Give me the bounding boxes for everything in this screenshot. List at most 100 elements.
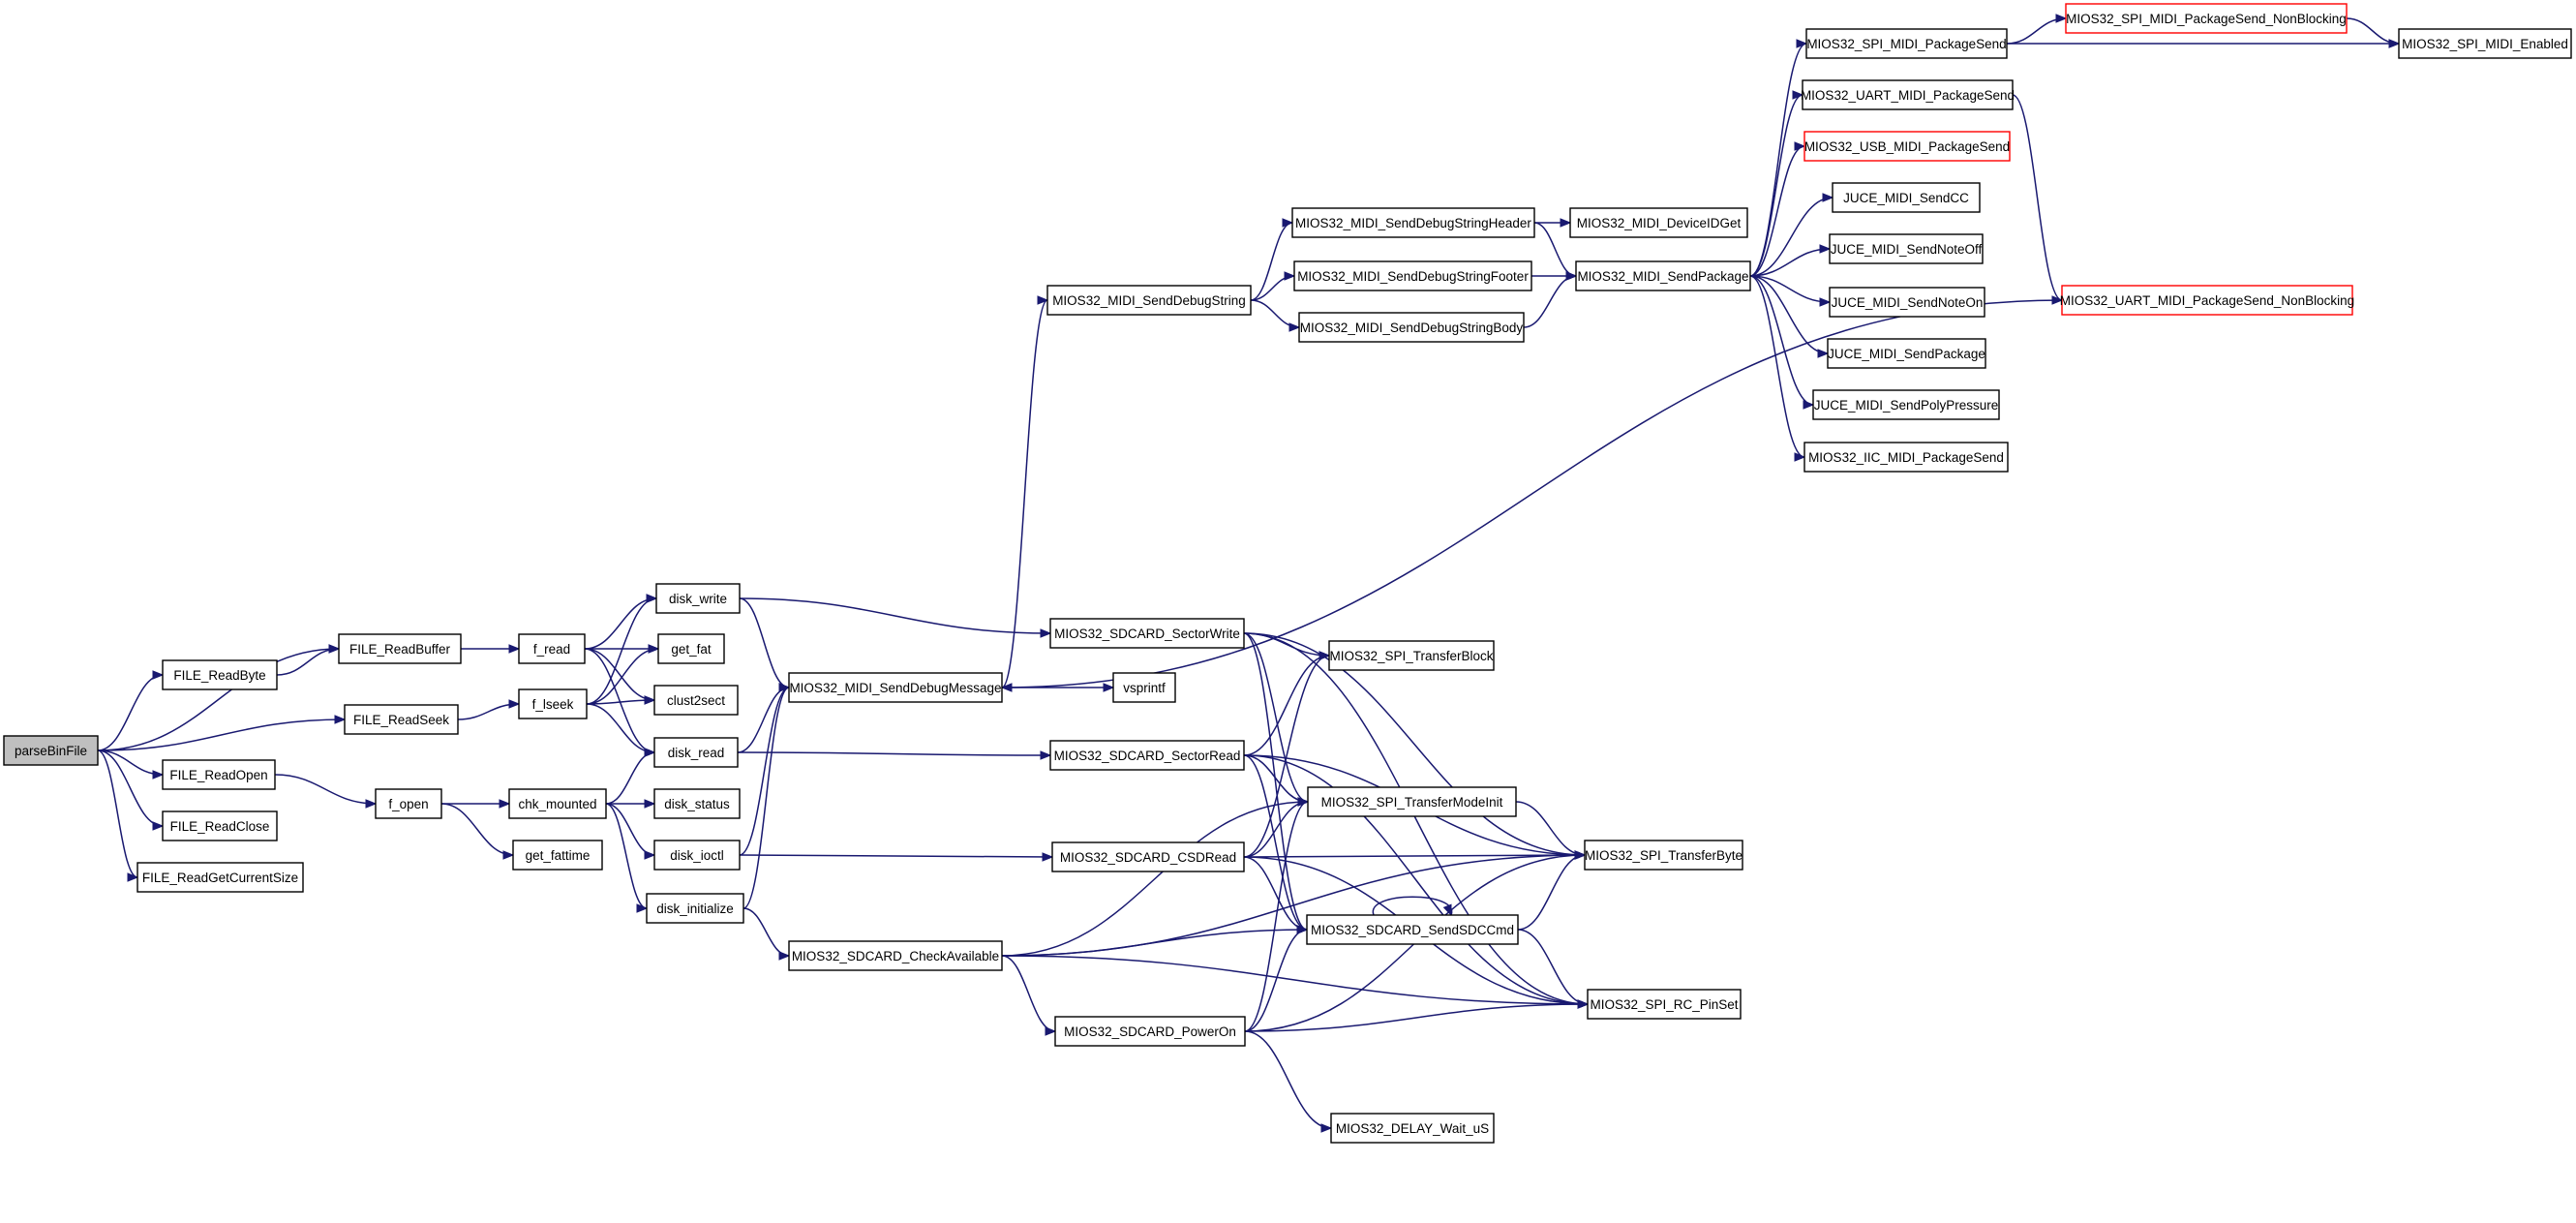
edge-f-open-to-get-fattime-arrowhead [502, 850, 515, 860]
node-file-readbuffer[interactable]: FILE_ReadBuffer [338, 633, 462, 664]
node-f-lseek[interactable]: f_lseek [518, 688, 588, 719]
node-mios32-midi-sendpackage[interactable]: MIOS32_MIDI_SendPackage [1575, 260, 1751, 291]
edge-mios32-sdcard-sectorwrite-to-mios32-spi-rc-pinset [1243, 632, 1589, 1005]
edge-mios32-sdcard-sectorread-to-mios32-spi-rc-pinset [1243, 754, 1589, 1005]
node-label: MIOS32_SDCARD_SectorRead [1054, 749, 1241, 763]
node-box [1306, 914, 1519, 945]
node-file-readgetcurrentsize[interactable]: FILE_ReadGetCurrentSize [136, 862, 304, 893]
edge-f-open-to-chk-mounted-arrowhead [499, 799, 511, 809]
node-mios32-uart-midi-packagesend[interactable]: MIOS32_UART_MIDI_PackageSend [1801, 79, 2015, 110]
node-label: JUCE_MIDI_SendPackage [1828, 347, 1985, 361]
node-mios32-midi-senddebugmessage[interactable]: MIOS32_MIDI_SendDebugMessage [788, 672, 1003, 703]
node-get-fat[interactable]: get_fat [657, 633, 725, 664]
node-parsebinfile[interactable]: parseBinFile [3, 735, 99, 766]
node-label: FILE_ReadBuffer [349, 642, 451, 657]
node-box [1805, 28, 2008, 59]
edge-mios32-midi-sendpackage-to-mios32-spi-midi-packagesend-arrowhead [1796, 39, 1808, 48]
node-disk-ioctl[interactable]: disk_ioctl [653, 840, 741, 871]
node-box [1584, 840, 1743, 871]
node-mios32-uart-midi-packagesend-nonblocking[interactable]: MIOS32_UART_MIDI_PackageSend_NonBlocking [2060, 285, 2354, 316]
edge-mios32-midi-sendpackage-to-juce-midi-sendcc [1749, 197, 1834, 277]
node-mios32-sdcard-checkavailable[interactable]: MIOS32_SDCARD_CheckAvailable [788, 940, 1003, 971]
edge-disk-initialize-to-mios32-sdcard-checkavailable-arrowhead [778, 951, 791, 961]
node-mios32-midi-senddebugstring[interactable]: MIOS32_MIDI_SendDebugString [1046, 285, 1252, 316]
node-f-read[interactable]: f_read [518, 633, 586, 664]
node-box [1569, 207, 1748, 238]
node-box [655, 583, 741, 614]
edge-mios32-midi-senddebugstringbody-to-mios32-midi-sendpackage-arrowhead [1565, 271, 1578, 281]
edge-disk-ioctl-to-mios32-sdcard-csdread [739, 854, 1053, 858]
node-label: disk_ioctl [670, 848, 724, 863]
node-mios32-spi-transferbyte[interactable]: MIOS32_SPI_TransferByte [1584, 840, 1743, 871]
node-label: MIOS32_IIC_MIDI_PackageSend [1808, 450, 2004, 465]
edge-mios32-sdcard-csdread-to-mios32-spi-transferblock [1243, 655, 1330, 858]
node-disk-read[interactable]: disk_read [653, 737, 739, 768]
node-mios32-sdcard-poweron[interactable]: MIOS32_SDCARD_PowerOn [1054, 1016, 1246, 1047]
node-box [518, 633, 586, 664]
node-mios32-sdcard-sendsdccmd[interactable]: MIOS32_SDCARD_SendSDCCmd [1306, 914, 1519, 945]
node-file-readbyte[interactable]: FILE_ReadByte [162, 659, 278, 690]
node-box [1054, 1016, 1246, 1047]
node-file-readclose[interactable]: FILE_ReadClose [162, 810, 278, 841]
node-chk-mounted[interactable]: chk_mounted [508, 788, 607, 819]
node-mios32-sdcard-sectorwrite[interactable]: MIOS32_SDCARD_SectorWrite [1049, 618, 1245, 649]
edge-mios32-sdcard-sendsdccmd-to-mios32-sdcard-sendsdccmd-arrowhead [1442, 903, 1452, 917]
edge-chk-mounted-to-disk-status-arrowhead [644, 799, 656, 809]
node-box [1307, 786, 1517, 817]
node-mios32-midi-senddebugstringheader[interactable]: MIOS32_MIDI_SendDebugStringHeader [1291, 207, 1535, 238]
node-label: get_fat [671, 642, 712, 657]
node-juce-midi-sendpolypressure[interactable]: JUCE_MIDI_SendPolyPressure [1812, 389, 2000, 420]
node-label: disk_initialize [656, 902, 734, 916]
node-disk-write[interactable]: disk_write [655, 583, 741, 614]
node-mios32-spi-midi-packagesend[interactable]: MIOS32_SPI_MIDI_PackageSend [1805, 28, 2008, 59]
node-file-readseek[interactable]: FILE_ReadSeek [344, 704, 459, 735]
node-juce-midi-sendcc[interactable]: JUCE_MIDI_SendCC [1832, 182, 1981, 213]
edge-mios32-midi-sendpackage-to-juce-midi-sendcc-arrowhead [1822, 193, 1834, 202]
edge-parsebinfile-to-file-readseek-arrowhead [334, 715, 347, 724]
node-juce-midi-sendnoteoff[interactable]: JUCE_MIDI_SendNoteOff [1829, 233, 1984, 264]
node-label: FILE_ReadClose [170, 819, 270, 834]
nodes-layer: parseBinFile FILE_ReadByte FILE_ReadBuffer… [3, 3, 2572, 1144]
edge-parsebinfile-to-file-readbyte [97, 674, 164, 751]
node-mios32-spi-midi-enabled[interactable]: MIOS32_SPI_MIDI_Enabled [2398, 28, 2572, 59]
edge-mios32-midi-senddebugstringheader-to-mios32-midi-deviceidget-arrowhead [1560, 218, 1572, 228]
node-mios32-delay-wait-us[interactable]: MIOS32_DELAY_Wait_uS [1330, 1113, 1495, 1144]
node-mios32-sdcard-sectorread[interactable]: MIOS32_SDCARD_SectorRead [1049, 740, 1245, 771]
node-label: get_fattime [526, 848, 591, 863]
node-vsprintf[interactable]: vsprintf [1112, 672, 1176, 703]
node-mios32-usb-midi-packagesend[interactable]: MIOS32_USB_MIDI_PackageSend [1803, 131, 2011, 162]
node-disk-initialize[interactable]: disk_initialize [646, 893, 744, 924]
node-disk-status[interactable]: disk_status [653, 788, 741, 819]
edge-mios32-midi-senddebugstring-to-mios32-midi-senddebugstringfooter-arrowhead [1284, 271, 1296, 281]
node-mios32-midi-deviceidget[interactable]: MIOS32_MIDI_DeviceIDGet [1569, 207, 1748, 238]
node-get-fattime[interactable]: get_fattime [512, 840, 603, 871]
edge-mios32-spi-transfermodeinit-to-mios32-spi-transferbyte [1515, 801, 1586, 856]
edge-chk-mounted-to-disk-initialize [605, 803, 648, 909]
node-mios32-midi-senddebugstringbody[interactable]: MIOS32_MIDI_SendDebugStringBody [1298, 312, 1525, 343]
node-f-open[interactable]: f_open [375, 788, 442, 819]
node-mios32-spi-rc-pinset[interactable]: MIOS32_SPI_RC_PinSet [1587, 989, 1742, 1020]
edge-mios32-midi-sendpackage-to-juce-midi-sendpolypressure-arrowhead [1803, 400, 1815, 410]
edge-f-lseek-to-get-fat [586, 648, 659, 705]
node-mios32-spi-midi-packagesend-nonblocking[interactable]: MIOS32_SPI_MIDI_PackageSend_NonBlocking [2065, 3, 2348, 34]
node-mios32-midi-senddebugstringfooter[interactable]: MIOS32_MIDI_SendDebugStringFooter [1293, 260, 1532, 291]
node-box [3, 735, 99, 766]
edge-mios32-midi-senddebugstring-to-mios32-midi-senddebugstringbody [1250, 299, 1300, 328]
node-mios32-sdcard-csdread[interactable]: MIOS32_SDCARD_CSDRead [1051, 841, 1245, 872]
edge-mios32-sdcard-sectorread-to-mios32-sdcard-sendsdccmd [1243, 754, 1308, 931]
node-juce-midi-sendnoteon[interactable]: JUCE_MIDI_SendNoteOn [1829, 287, 1985, 318]
edge-file-readopen-to-f-open-arrowhead [365, 799, 378, 809]
node-label: MIOS32_USB_MIDI_PackageSend [1804, 139, 2010, 154]
node-clust2sect[interactable]: clust2sect [653, 685, 739, 716]
node-label: JUCE_MIDI_SendPolyPressure [1814, 398, 1999, 413]
node-mios32-spi-transferblock[interactable]: MIOS32_SPI_TransferBlock [1328, 640, 1495, 671]
node-box [162, 810, 278, 841]
node-mios32-spi-transfermodeinit[interactable]: MIOS32_SPI_TransferModeInit [1307, 786, 1517, 817]
edge-file-readbyte-to-file-readbuffer-arrowhead [328, 644, 341, 654]
node-label: MIOS32_SPI_MIDI_Enabled [2402, 37, 2568, 51]
node-juce-midi-sendpackage[interactable]: JUCE_MIDI_SendPackage [1827, 338, 1986, 369]
node-file-readopen[interactable]: FILE_ReadOpen [162, 759, 276, 790]
node-mios32-iic-midi-packagesend[interactable]: MIOS32_IIC_MIDI_PackageSend [1803, 442, 2009, 473]
node-box [1803, 442, 2009, 473]
edge-mios32-midi-sendpackage-to-juce-midi-sendpolypressure [1749, 275, 1814, 406]
